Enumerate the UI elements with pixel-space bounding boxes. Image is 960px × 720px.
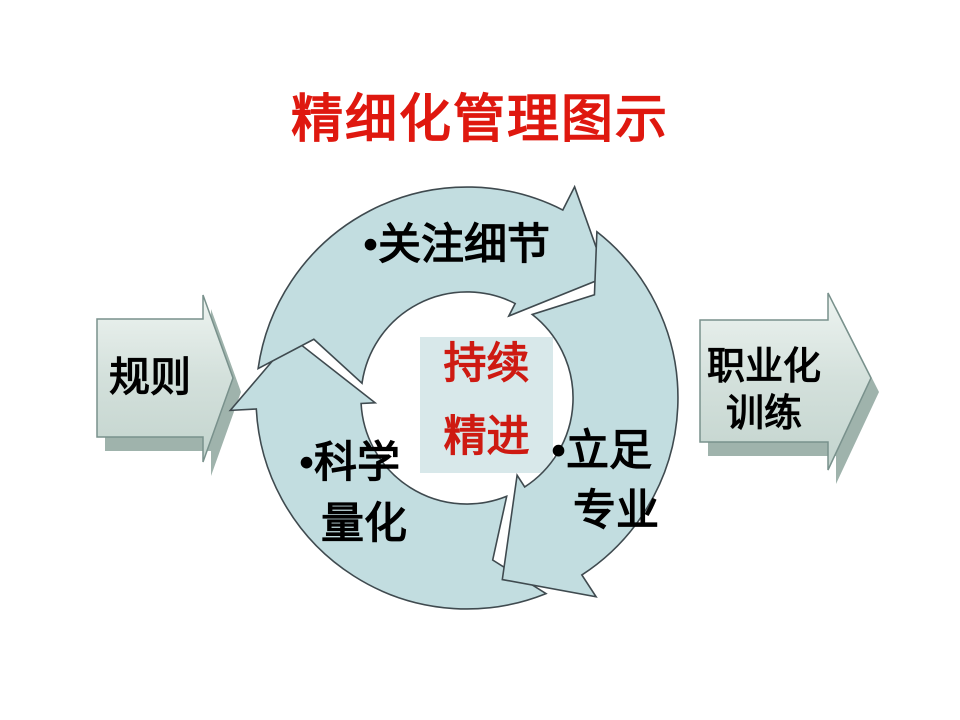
cycle-arrows [228,184,679,610]
label-scientific-quantification-line2: 量化 [321,501,407,548]
left-arrow-label: 规则 [109,354,191,400]
label-professional-base-line1: •立足 [551,428,653,475]
cycle-arrow-segment-right [501,230,679,598]
right-arrow-label-line2: 训练 [725,393,802,435]
block-arrow-right-body [699,292,872,471]
center-text-line2: 精进 [443,414,530,461]
center-text-line1: 持续 [443,341,530,388]
right-arrow-label-line1: 职业化 [706,346,821,388]
block-arrow-left-body [96,294,234,463]
cycle-arrow-segment-top [257,184,608,385]
slide-title: 精细化管理图示 [290,92,669,149]
block-arrow-right [699,292,879,484]
center-box [420,337,553,473]
cycle-arrow-segment-bottom-left [228,336,548,610]
label-scientific-quantification-line1: •科学 [299,440,401,487]
label-professional-base-line2: 专业 [573,488,659,535]
label-focus-details: •关注细节 [363,222,551,269]
block-arrow-left [96,294,241,476]
